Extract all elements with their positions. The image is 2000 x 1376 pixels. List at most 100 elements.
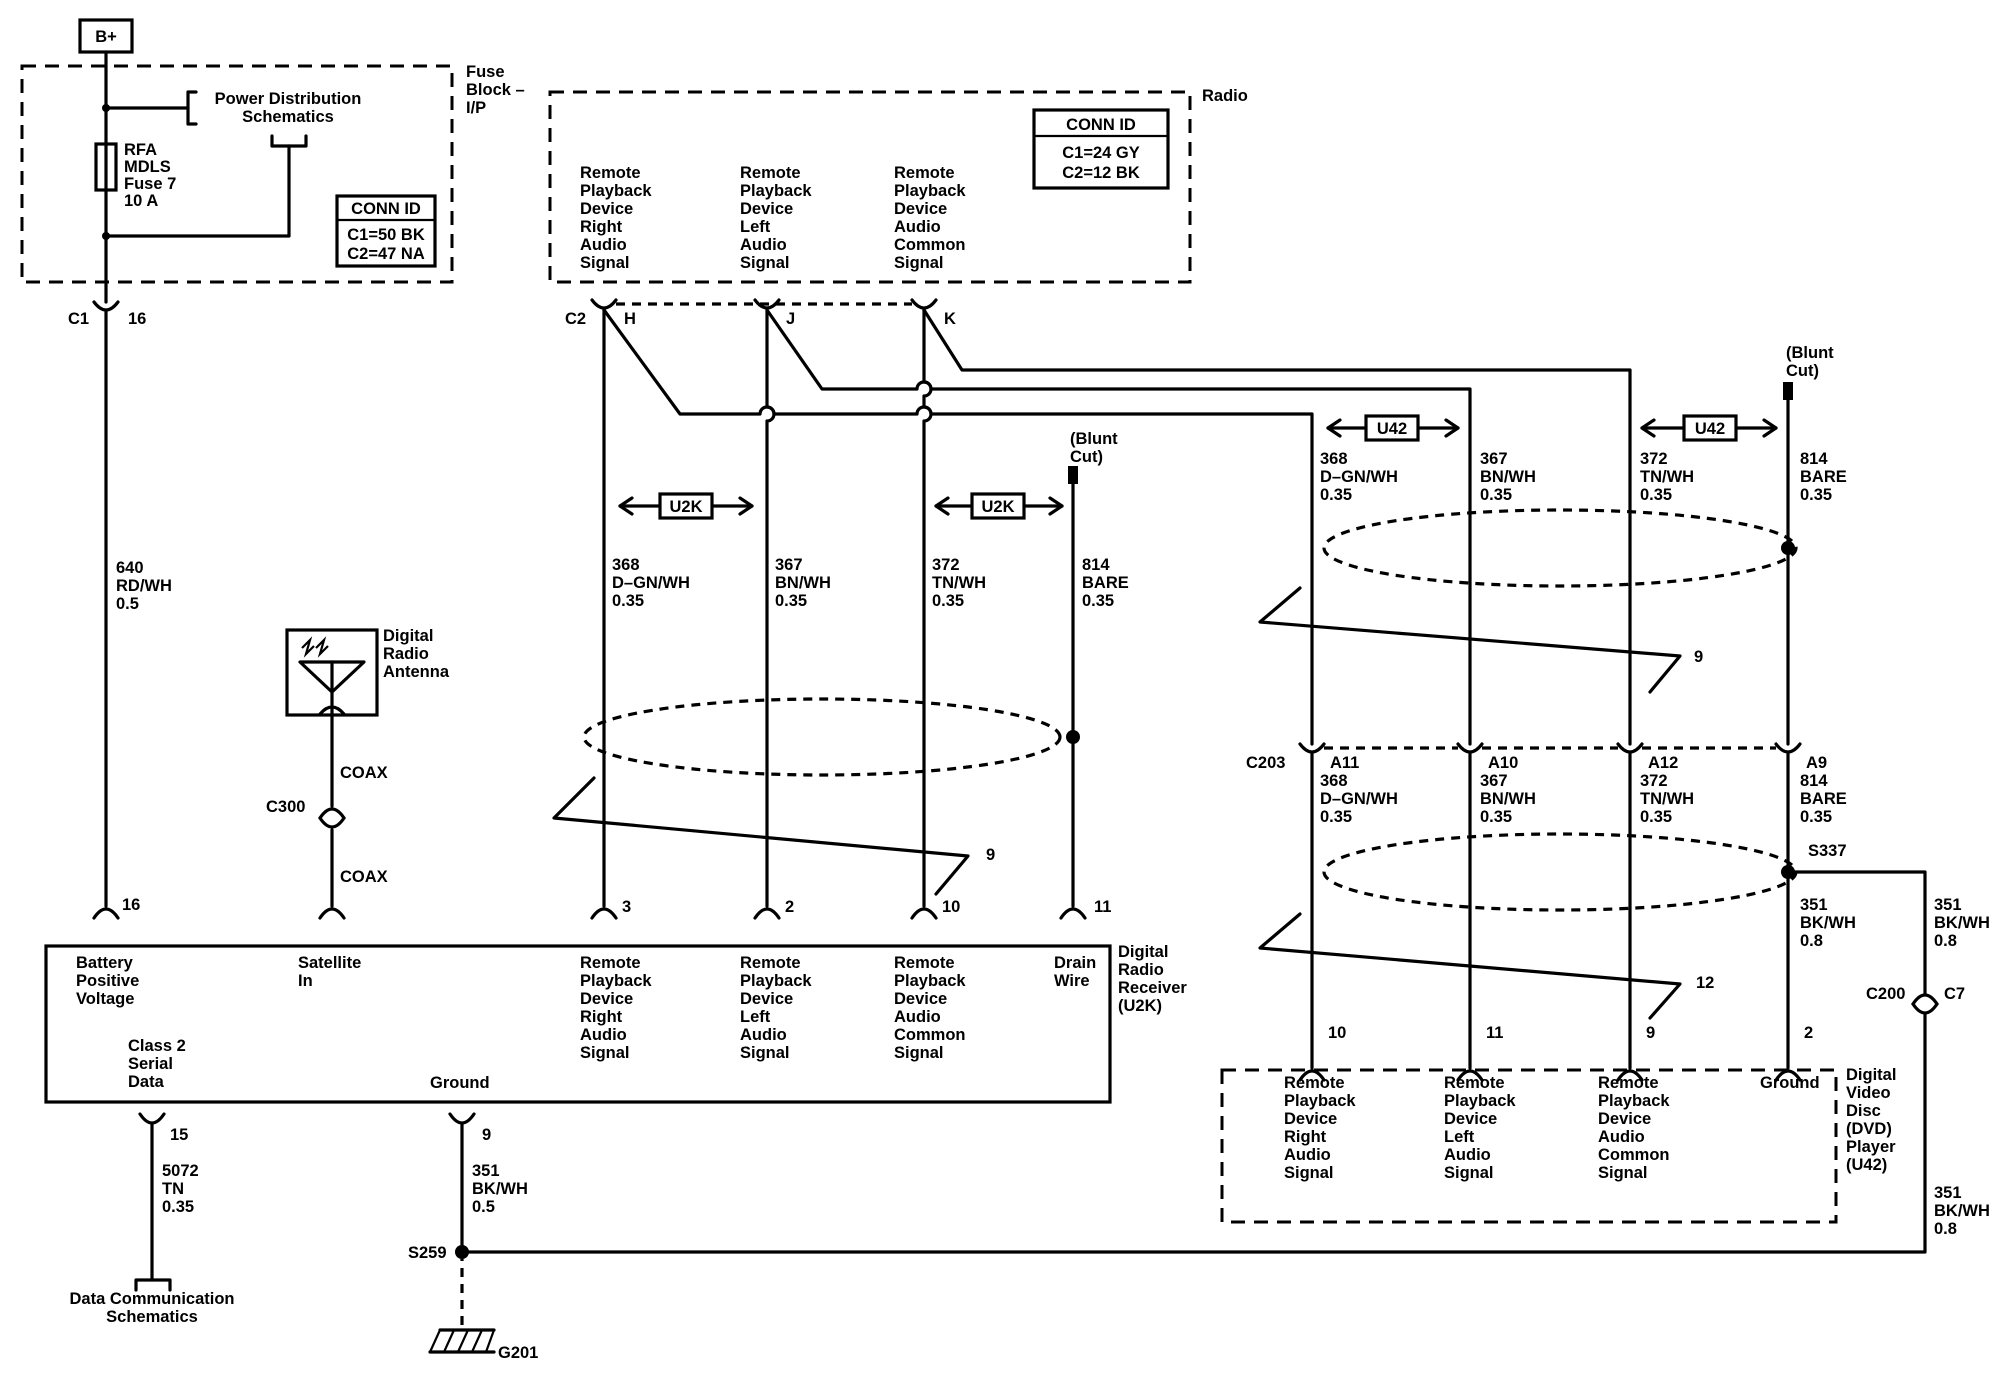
drain-splice-dot xyxy=(1066,730,1080,744)
label-line: Wire xyxy=(1054,972,1090,990)
c300-connector-top xyxy=(318,807,346,820)
ground-hatch xyxy=(428,1329,496,1353)
arrow-head xyxy=(1048,496,1064,516)
label-line: 372 xyxy=(932,556,960,574)
coax-label-lower: COAX xyxy=(340,868,388,886)
label-line: TN/WH xyxy=(932,574,986,592)
label-line: 372 xyxy=(1640,772,1668,790)
radio-conn-id-title: CONN ID xyxy=(1066,116,1136,134)
label-line: 368 xyxy=(1320,450,1348,468)
label-line: Signal xyxy=(740,254,790,272)
label-line: 0.35 xyxy=(1480,808,1512,826)
rcv-common-label: Remote Playback Device Audio Common Sign… xyxy=(894,954,966,1062)
wire-351b-label-s337: 351 BK/WH 0.8 xyxy=(1800,896,1856,950)
wire-367-receiver xyxy=(765,308,776,908)
arrow-head xyxy=(934,496,950,516)
battery-label: B+ xyxy=(95,28,117,46)
label-line: 814 xyxy=(1800,772,1828,790)
label-line: 0.35 xyxy=(1320,486,1352,504)
c2-h-connector xyxy=(590,298,618,310)
antenna-label-1: Digital xyxy=(383,627,433,645)
label-line: 368 xyxy=(1320,772,1348,790)
fuse-block-label-3: I/P xyxy=(466,99,486,117)
label-line: D–GN/WH xyxy=(1320,790,1398,808)
label-line: 367 xyxy=(1480,772,1508,790)
label-line: Signal xyxy=(1598,1164,1648,1182)
drain-splice-dot xyxy=(1781,541,1795,555)
label-line: Device xyxy=(740,200,793,218)
label-line: 0.35 xyxy=(1480,486,1512,504)
u42-tag-text: U42 xyxy=(1695,420,1725,438)
label-line: Device xyxy=(894,200,947,218)
c2-pin-k: K xyxy=(944,310,956,328)
fuse-conn-id-box xyxy=(335,194,437,268)
wire-367-label-c: 367 BN/WH 0.35 xyxy=(1480,772,1536,826)
label-line: Positive xyxy=(76,972,139,990)
label-line: Audio xyxy=(1444,1146,1491,1164)
twist-indicator-9 xyxy=(552,776,970,896)
label-line: Device xyxy=(894,990,947,1008)
twist-label-9-b: 9 xyxy=(1694,648,1703,666)
power-dist-label-1: Power Distribution xyxy=(215,90,362,108)
label-line: BK/WH xyxy=(1934,914,1990,932)
arrow-head xyxy=(618,496,634,516)
label-line: 351 xyxy=(1934,896,1962,914)
label-line: 0.35 xyxy=(775,592,807,610)
label-line: Remote xyxy=(1444,1074,1505,1092)
coax-label-upper: COAX xyxy=(340,764,388,782)
fuse-label-4: 10 A xyxy=(124,192,158,210)
wire-372-dvd-route xyxy=(922,308,1632,746)
rcv-pin-3-symbol xyxy=(590,907,618,920)
rcv-drain-label: Drain Wire xyxy=(1054,954,1096,990)
wire-814-label-c: 814 BARE 0.35 xyxy=(1800,772,1847,826)
radio-conn-id-box xyxy=(1032,108,1170,190)
c203-a9-connector xyxy=(1774,742,1802,754)
dvd-left-label: Remote Playback Device Left Audio Signal xyxy=(1444,1074,1516,1182)
s337-label: S337 xyxy=(1808,842,1847,860)
u42-tag xyxy=(1364,414,1420,442)
wire-351a-num: 351 xyxy=(472,1162,500,1180)
wire-351-return xyxy=(460,1012,1927,1254)
dvd-pin-10: 10 xyxy=(1328,1024,1346,1042)
u42-tag xyxy=(1682,414,1738,442)
ground-icon xyxy=(428,1328,496,1354)
label-line: Remote xyxy=(1284,1074,1345,1092)
rcv-right-label: Remote Playback Device Right Audio Signa… xyxy=(580,954,652,1062)
shield-ellipse-u42-upper xyxy=(1322,508,1798,588)
label-line: 0.35 xyxy=(1800,808,1832,826)
label-line: Playback xyxy=(580,972,652,990)
c7-label: C7 xyxy=(1944,985,1965,1003)
label-line: 368 xyxy=(612,556,640,574)
wire-814-label-b: 814 BARE 0.35 xyxy=(1800,450,1847,504)
label-line: Satellite xyxy=(298,954,361,972)
label-line: Device xyxy=(580,990,633,1008)
label-line: TN/WH xyxy=(1640,468,1694,486)
data-comm-label-2: Schematics xyxy=(106,1308,198,1326)
splice-dot xyxy=(102,232,110,240)
shield-ellipse-u2k xyxy=(582,697,1062,777)
radio-outline xyxy=(548,90,1192,284)
wire-351b-label-lower: 351 BK/WH 0.8 xyxy=(1934,1184,1990,1238)
c1-label: C1 xyxy=(68,310,89,328)
label-line: 0.35 xyxy=(612,592,644,610)
label-line: 367 xyxy=(775,556,803,574)
label-line: BARE xyxy=(1800,468,1847,486)
label-line: Playback xyxy=(580,182,652,200)
label-line: Device xyxy=(1444,1110,1497,1128)
label-line: Audio xyxy=(894,1008,941,1026)
rcv-pin-15-symbol xyxy=(138,1112,166,1125)
label-line: Device xyxy=(580,200,633,218)
label-line: 0.35 xyxy=(932,592,964,610)
dvd-right-label: Remote Playback Device Right Audio Signa… xyxy=(1284,1074,1356,1182)
blunt-cut-end xyxy=(1068,466,1078,484)
dvd-player-name: Digital Video Disc (DVD) Player (U42) xyxy=(1846,1066,1896,1174)
wire-368-label-c: 368 D–GN/WH 0.35 xyxy=(1320,772,1398,826)
label-line: Playback xyxy=(1598,1092,1670,1110)
c300-connector-bottom xyxy=(318,816,346,829)
label-line: Player xyxy=(1846,1138,1896,1156)
label-line: Device xyxy=(740,990,793,1008)
rcv-pin-15: 15 xyxy=(170,1126,188,1144)
label-line: Remote xyxy=(580,954,641,972)
label-line: Audio xyxy=(740,236,787,254)
radio-pin-common-label: Remote Playback Device Audio Common Sign… xyxy=(894,164,966,272)
